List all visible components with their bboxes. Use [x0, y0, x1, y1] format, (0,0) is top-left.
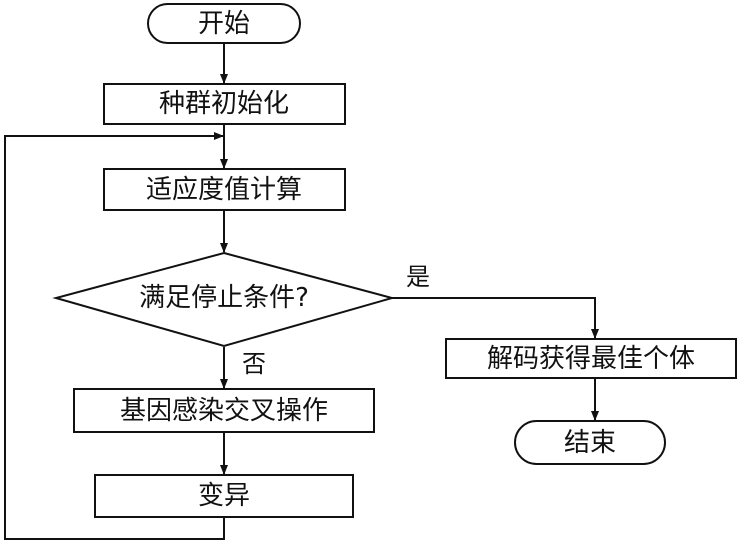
mutation-node: 变异 [94, 474, 354, 518]
start-node-label: 开始 [198, 9, 250, 39]
end-node: 结束 [514, 420, 666, 465]
edge-decision-to-decode [392, 297, 599, 339]
crossover-node-label: 基因感染交叉操作 [120, 396, 328, 426]
edge-label-no: 否 [242, 350, 266, 378]
fitness-node-label: 适应度值计算 [146, 175, 302, 205]
edge-label-yes: 是 [406, 263, 430, 291]
fitness-node: 适应度值计算 [103, 168, 346, 211]
decision-node-label: 满足停止条件? [139, 283, 309, 313]
crossover-node: 基因感染交叉操作 [73, 388, 375, 433]
edge-mutation-loop-back [4, 132, 225, 540]
decode-node: 解码获得最佳个体 [445, 338, 737, 379]
init-node-label: 种群初始化 [159, 89, 289, 119]
mutation-node-label: 变异 [198, 481, 250, 511]
end-node-label: 结束 [564, 428, 616, 458]
init-node: 种群初始化 [103, 83, 346, 125]
decision-node: 满足停止条件? [52, 251, 396, 348]
decode-node-label: 解码获得最佳个体 [487, 344, 695, 374]
start-node: 开始 [147, 3, 301, 44]
